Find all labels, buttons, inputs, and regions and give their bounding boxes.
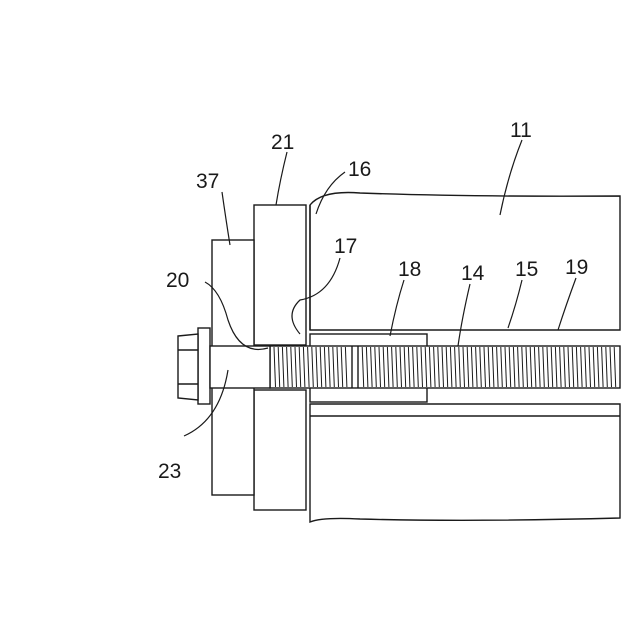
label-11: 11 [510,119,532,142]
flange-plate-lower [254,390,306,510]
bolt-head [178,334,198,400]
label-18: 18 [398,258,421,281]
leader-21 [276,152,287,205]
label-23: 23 [158,460,181,483]
label-20: 20 [166,269,189,292]
label-19: 19 [565,256,588,279]
label-15: 15 [515,258,538,281]
label-37: 37 [196,170,219,193]
lower-panel [310,404,620,522]
bolt-neck [210,346,270,388]
flange-plate-upper [254,205,306,345]
label-17: 17 [334,235,357,258]
label-14: 14 [461,262,485,285]
label-21: 21 [271,131,294,154]
leader-37 [222,192,230,245]
label-16: 16 [348,158,371,181]
bolt-shaft [270,346,620,388]
bolt-washer [198,328,210,404]
